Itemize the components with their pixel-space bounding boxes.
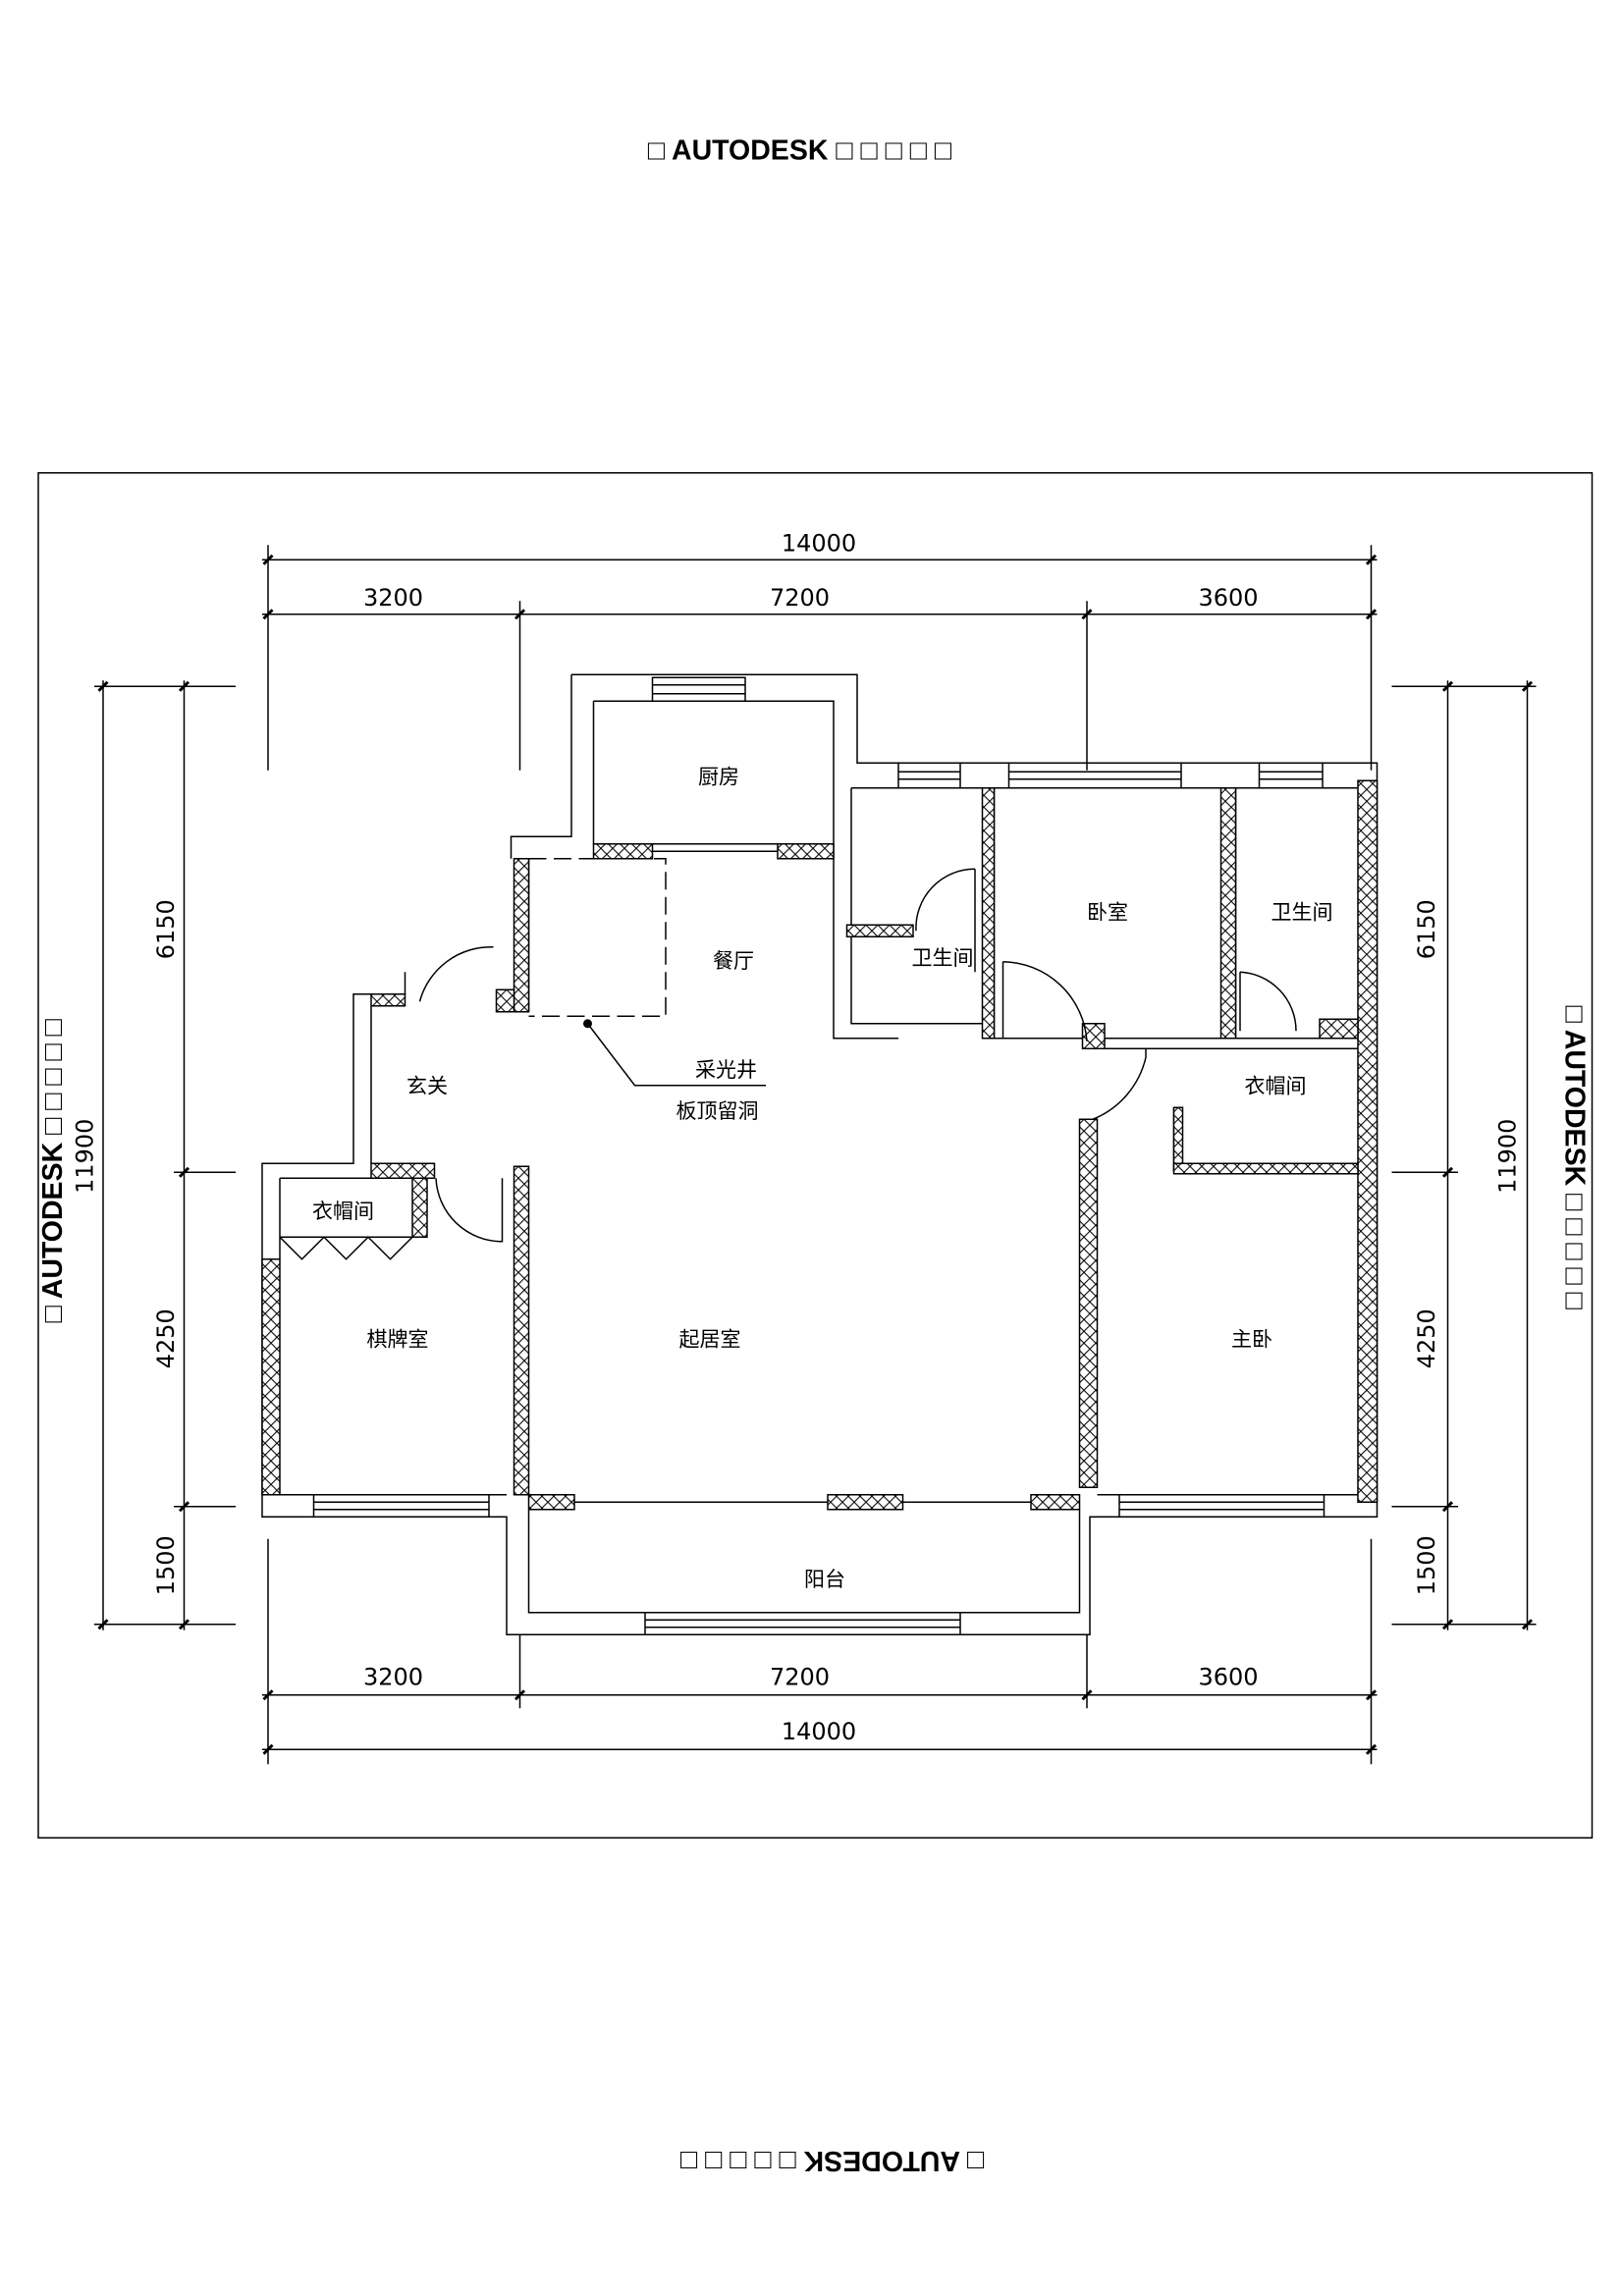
- room-foyer: 玄关: [406, 1074, 448, 1097]
- room-living-room: 起居室: [679, 1327, 741, 1351]
- room-closet-right: 衣帽间: [1245, 1074, 1307, 1097]
- watermark-top: □ AUTODESK □ □ □ □ □: [648, 134, 952, 166]
- drawing-frame: [37, 472, 1594, 1839]
- annotation-line-2: 板顶留洞: [676, 1099, 759, 1123]
- windows: [312, 676, 1325, 1635]
- dim-top-seg-2: 7200: [770, 584, 830, 612]
- room-labels: 厨房 餐厅 卫生间 卧室 卫生间 衣帽间 玄关 衣帽间 棋牌室 起居室 主卧 阳…: [312, 765, 1333, 1590]
- room-dining: 餐厅: [713, 949, 754, 973]
- dim-top-seg-1: 3200: [363, 584, 423, 612]
- dimension-left: 11900 6150 4250 1500: [72, 680, 236, 1630]
- dimension-bottom: 3200 7200 3600 14000: [262, 1538, 1378, 1765]
- room-closet-left: 衣帽间: [312, 1200, 374, 1223]
- dimension-top: 14000 3200 7200 3600: [262, 529, 1378, 771]
- dim-top-seg-3: 3600: [1198, 584, 1258, 612]
- dim-left-seg-3: 1500: [152, 1535, 180, 1595]
- room-bath-2: 卫生间: [1271, 900, 1333, 924]
- dim-left-total: 11900: [72, 1119, 99, 1194]
- doors: [279, 858, 1297, 1260]
- dim-right-seg-1: 6150: [1413, 899, 1440, 959]
- dimension-right: 11900 6150 4250 1500: [1391, 680, 1537, 1630]
- room-master-bedroom: 主卧: [1231, 1327, 1272, 1351]
- dim-left-seg-2: 4250: [152, 1308, 180, 1368]
- dim-bottom-seg-2: 7200: [770, 1663, 830, 1690]
- room-card-room: 棋牌室: [367, 1327, 429, 1351]
- room-balcony: 阳台: [804, 1568, 845, 1591]
- dim-right-total: 11900: [1494, 1119, 1522, 1194]
- dim-right-seg-3: 1500: [1413, 1535, 1440, 1595]
- walls: [261, 673, 1379, 1635]
- watermark-right: □ AUTODESK □ □ □ □ □: [1559, 1006, 1591, 1310]
- dim-top-total: 14000: [782, 529, 856, 557]
- dim-left-seg-1: 6150: [152, 899, 180, 959]
- room-bedroom: 卧室: [1087, 900, 1128, 924]
- dim-bottom-total: 14000: [782, 1718, 856, 1745]
- room-kitchen: 厨房: [698, 765, 739, 788]
- hatched-walls: [261, 779, 1379, 1511]
- watermark-bottom: □ AUTODESK □ □ □ □ □: [679, 2145, 984, 2176]
- dim-right-seg-2: 4250: [1413, 1308, 1440, 1368]
- dim-bottom-seg-3: 3600: [1198, 1663, 1258, 1690]
- watermark-left: □ AUTODESK □ □ □ □ □: [37, 1018, 69, 1322]
- skylight-annotation: 采光井 板顶留洞: [583, 1019, 766, 1123]
- annotation-line-1: 采光井: [695, 1058, 757, 1082]
- dim-bottom-seg-1: 3200: [363, 1663, 423, 1690]
- room-bath-1: 卫生间: [912, 946, 974, 970]
